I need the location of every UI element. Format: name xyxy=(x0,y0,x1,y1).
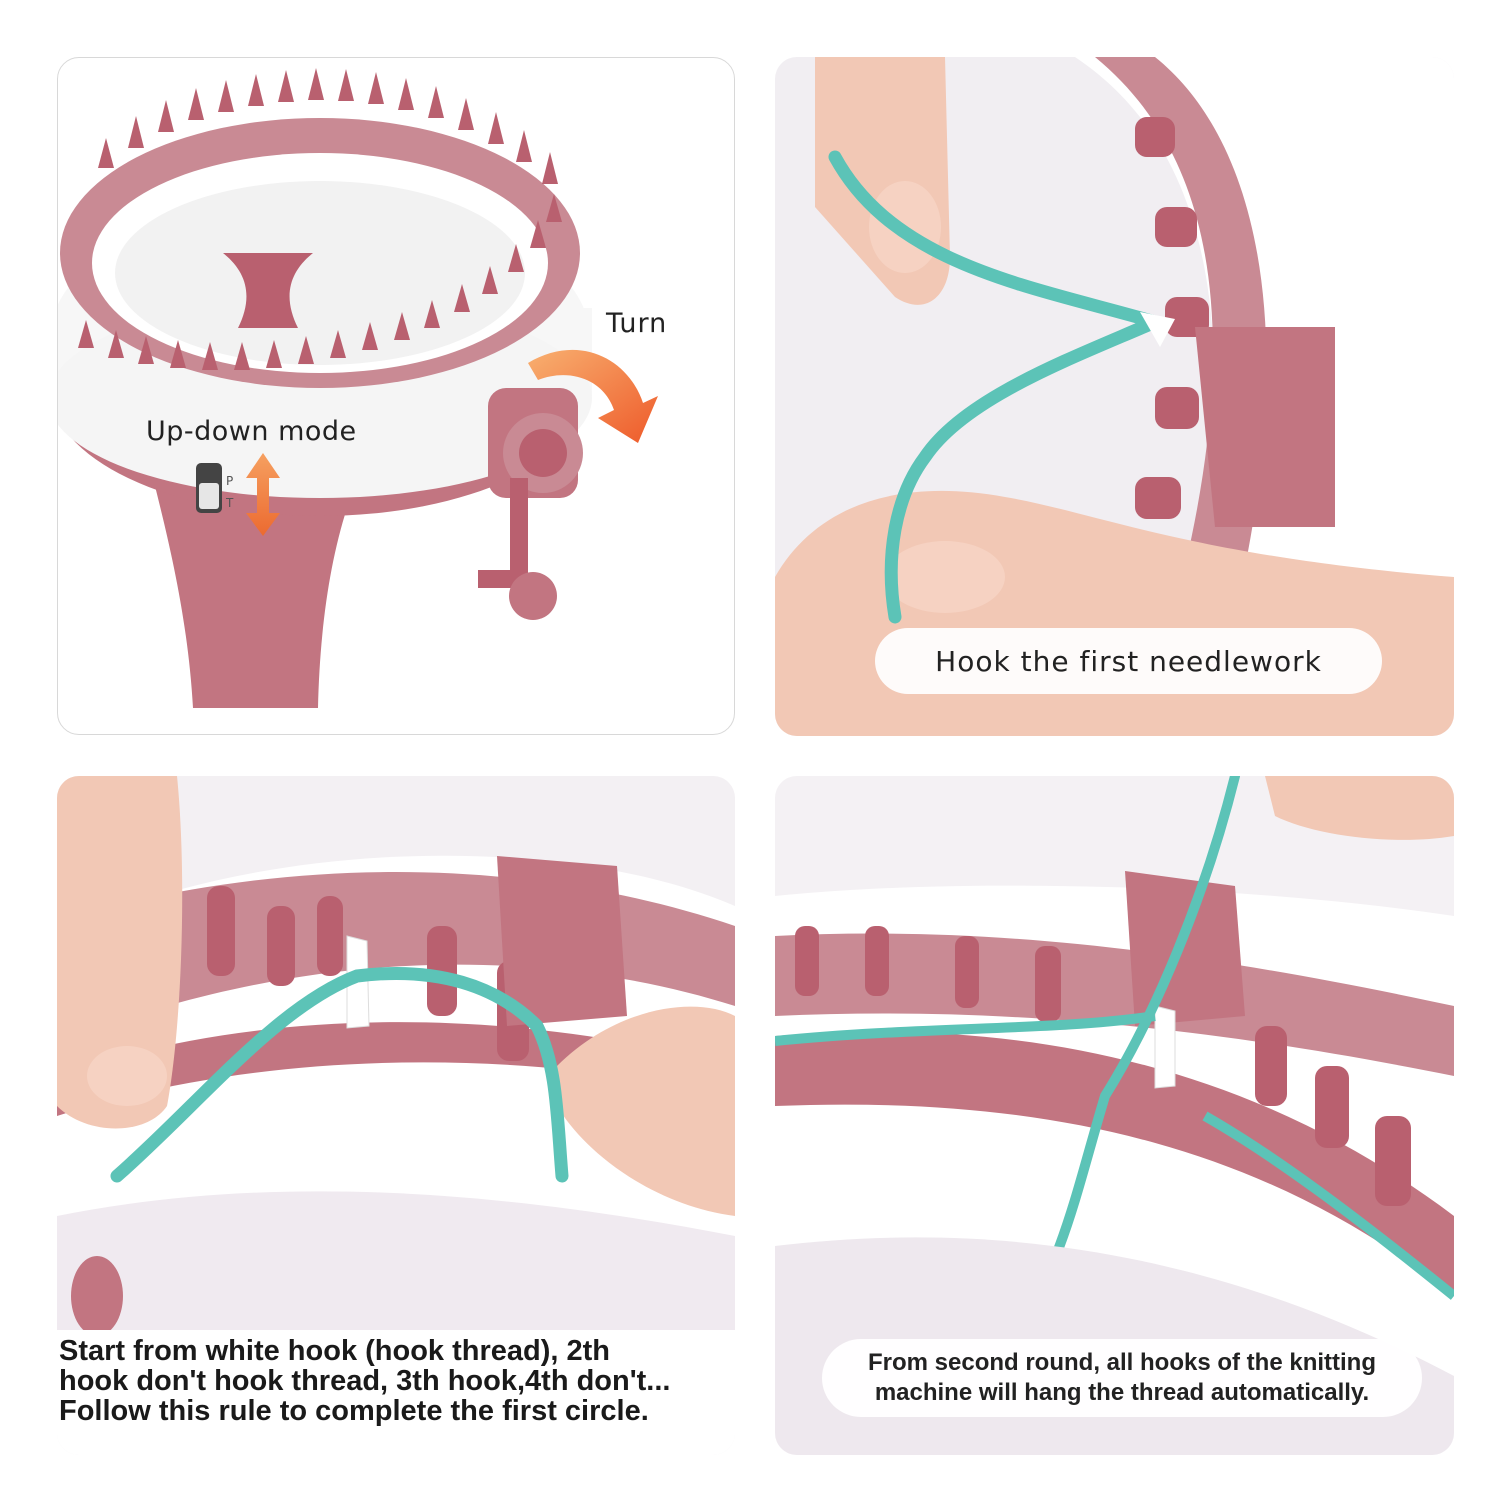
switch-letter-p: P xyxy=(226,474,233,488)
center-post xyxy=(71,1256,123,1336)
yarn-strand xyxy=(828,150,1175,624)
panel-first-circle: Start from white hook (hook thread), 2th… xyxy=(57,776,735,1455)
caption-second-round: From second round, all hooks of the knit… xyxy=(822,1339,1422,1417)
carriage-block xyxy=(1125,871,1245,1026)
white-hook xyxy=(1154,1005,1176,1089)
hand-left xyxy=(57,776,183,1129)
yarn-lower xyxy=(1202,1111,1454,1300)
crank-knob xyxy=(509,572,557,620)
yarn-hanging xyxy=(775,1011,1156,1046)
panel-hook-first-needle: Hook the first needlework xyxy=(775,57,1454,736)
needles xyxy=(795,926,1411,1206)
hand-top xyxy=(1265,776,1454,840)
hand-right xyxy=(557,1006,735,1216)
up-down-arrow-icon xyxy=(246,453,280,536)
crank-arm xyxy=(478,478,528,588)
switch-letter-t: T xyxy=(225,496,234,510)
carriage-block xyxy=(497,856,627,1026)
up-down-mode-label: Up-down mode xyxy=(146,416,357,447)
machine-rim xyxy=(57,1022,735,1116)
hand-upper xyxy=(815,57,950,305)
needle-hooks xyxy=(78,68,562,370)
carriage-block xyxy=(1195,327,1335,527)
first-circle-photo xyxy=(57,776,735,1455)
machine-leg xyxy=(153,478,358,708)
white-hook xyxy=(1140,312,1175,347)
machine-rim xyxy=(775,1031,1454,1296)
yarn-strand xyxy=(110,967,569,1183)
caption-first-circle-rule: Start from white hook (hook thread), 2th… xyxy=(57,1330,735,1440)
center-post xyxy=(223,253,313,328)
panel-second-round: From second round, all hooks of the knit… xyxy=(775,776,1454,1455)
turn-label: Turn xyxy=(606,308,668,339)
turn-arrow-icon xyxy=(528,349,658,443)
knitting-machine-illustration: P T xyxy=(58,68,658,708)
caption-hook-first-needlework: Hook the first needlework xyxy=(875,628,1382,694)
panel-machine-overview: P T Turn Up-down mode xyxy=(57,57,735,735)
needles xyxy=(1135,117,1209,519)
